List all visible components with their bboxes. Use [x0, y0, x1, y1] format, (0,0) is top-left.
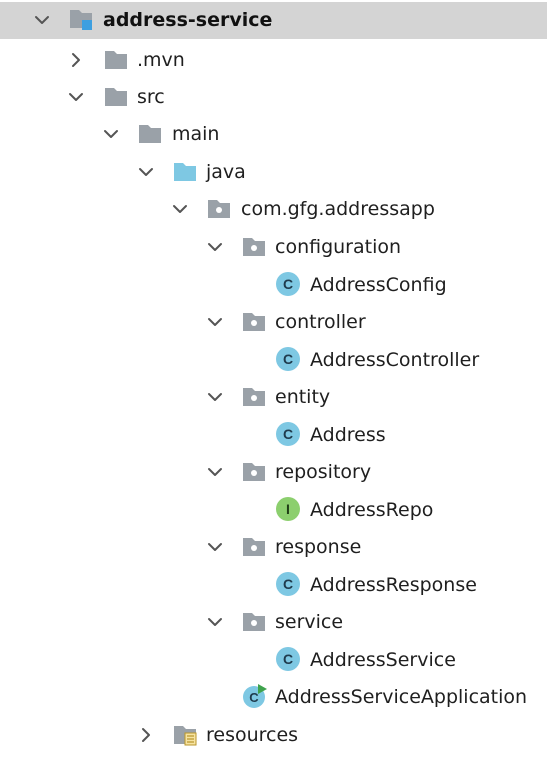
tree-node-resources[interactable]: resources: [0, 717, 547, 754]
node-label: AddressResponse: [310, 574, 477, 596]
node-label: entity: [275, 386, 331, 408]
node-label: main: [172, 123, 220, 145]
tree-node-response[interactable]: response: [0, 529, 547, 566]
svg-text:C: C: [283, 426, 293, 442]
tree-node-address-service[interactable]: address-service: [0, 2, 547, 39]
node-label: src: [137, 86, 165, 108]
chevron-down-icon[interactable]: [203, 235, 227, 259]
class-icon: C: [276, 272, 300, 296]
tree-node-address-config[interactable]: C AddressConfig: [0, 267, 547, 304]
tree-node-address-service-class[interactable]: C AddressService: [0, 642, 547, 679]
node-label: repository: [275, 461, 372, 483]
chevron-down-icon[interactable]: [203, 535, 227, 559]
svg-text:C: C: [283, 351, 293, 367]
chevron-down-icon[interactable]: [30, 8, 54, 32]
tree-node-address[interactable]: C Address: [0, 417, 547, 454]
package-icon: [241, 533, 267, 559]
tree-node-src[interactable]: src: [0, 79, 547, 116]
chevron-down-icon[interactable]: [203, 310, 227, 334]
node-label: java: [206, 161, 246, 183]
svg-text:C: C: [249, 690, 259, 705]
tree-node-service[interactable]: service: [0, 604, 547, 641]
package-icon: [241, 458, 267, 484]
class-icon: C: [276, 647, 300, 671]
svg-text:I: I: [286, 501, 290, 517]
module-folder-icon: [68, 6, 94, 32]
folder-icon: [103, 46, 129, 72]
tree-node-mvn[interactable]: .mvn: [0, 42, 547, 79]
tree-node-repository[interactable]: repository: [0, 454, 547, 491]
interface-icon: I: [276, 497, 300, 521]
chevron-down-icon[interactable]: [168, 197, 192, 221]
node-label: response: [275, 536, 362, 558]
node-label: AddressService: [310, 649, 456, 671]
resources-folder-icon: [172, 721, 198, 747]
spring-app-class-icon: C: [243, 684, 267, 708]
tree-node-controller[interactable]: controller: [0, 304, 547, 341]
folder-icon: [103, 83, 129, 109]
node-label: Address: [310, 424, 386, 446]
class-icon: C: [276, 347, 300, 371]
tree-node-configuration[interactable]: configuration: [0, 229, 547, 266]
node-label: resources: [206, 724, 299, 746]
tree-node-address-response[interactable]: C AddressResponse: [0, 567, 547, 604]
tree-node-main[interactable]: main: [0, 116, 547, 153]
package-icon: [241, 608, 267, 634]
package-icon: [241, 233, 267, 259]
chevron-right-icon[interactable]: [134, 723, 158, 747]
chevron-down-icon[interactable]: [203, 385, 227, 409]
node-label: address-service: [103, 9, 273, 31]
chevron-down-icon[interactable]: [64, 85, 88, 109]
node-label: AddressConfig: [310, 274, 447, 296]
node-label: AddressRepo: [310, 499, 434, 521]
chevron-down-icon[interactable]: [134, 160, 158, 184]
node-label: com.gfg.addressapp: [241, 198, 435, 220]
chevron-down-icon[interactable]: [99, 122, 123, 146]
tree-node-package-root[interactable]: com.gfg.addressapp: [0, 191, 547, 228]
class-icon: C: [276, 422, 300, 446]
tree-node-address-repo[interactable]: I AddressRepo: [0, 492, 547, 529]
tree-node-address-service-application[interactable]: C AddressServiceApplication: [0, 679, 547, 716]
svg-text:C: C: [283, 576, 293, 592]
tree-node-java[interactable]: java: [0, 154, 547, 191]
node-label: configuration: [275, 236, 402, 258]
folder-icon: [137, 120, 163, 146]
tree-node-entity[interactable]: entity: [0, 379, 547, 416]
source-folder-icon: [172, 158, 198, 184]
class-icon: C: [276, 572, 300, 596]
svg-text:C: C: [283, 651, 293, 667]
tree-node-address-controller[interactable]: C AddressController: [0, 342, 547, 379]
chevron-down-icon[interactable]: [203, 610, 227, 634]
node-label: .mvn: [137, 49, 185, 71]
svg-text:C: C: [283, 276, 293, 292]
package-icon: [206, 195, 232, 221]
chevron-right-icon[interactable]: [64, 48, 88, 72]
package-icon: [241, 383, 267, 409]
node-label: service: [275, 611, 344, 633]
node-label: AddressController: [310, 349, 480, 371]
package-icon: [241, 308, 267, 334]
node-label: controller: [275, 311, 366, 333]
node-label: AddressServiceApplication: [275, 686, 528, 708]
chevron-down-icon[interactable]: [203, 460, 227, 484]
